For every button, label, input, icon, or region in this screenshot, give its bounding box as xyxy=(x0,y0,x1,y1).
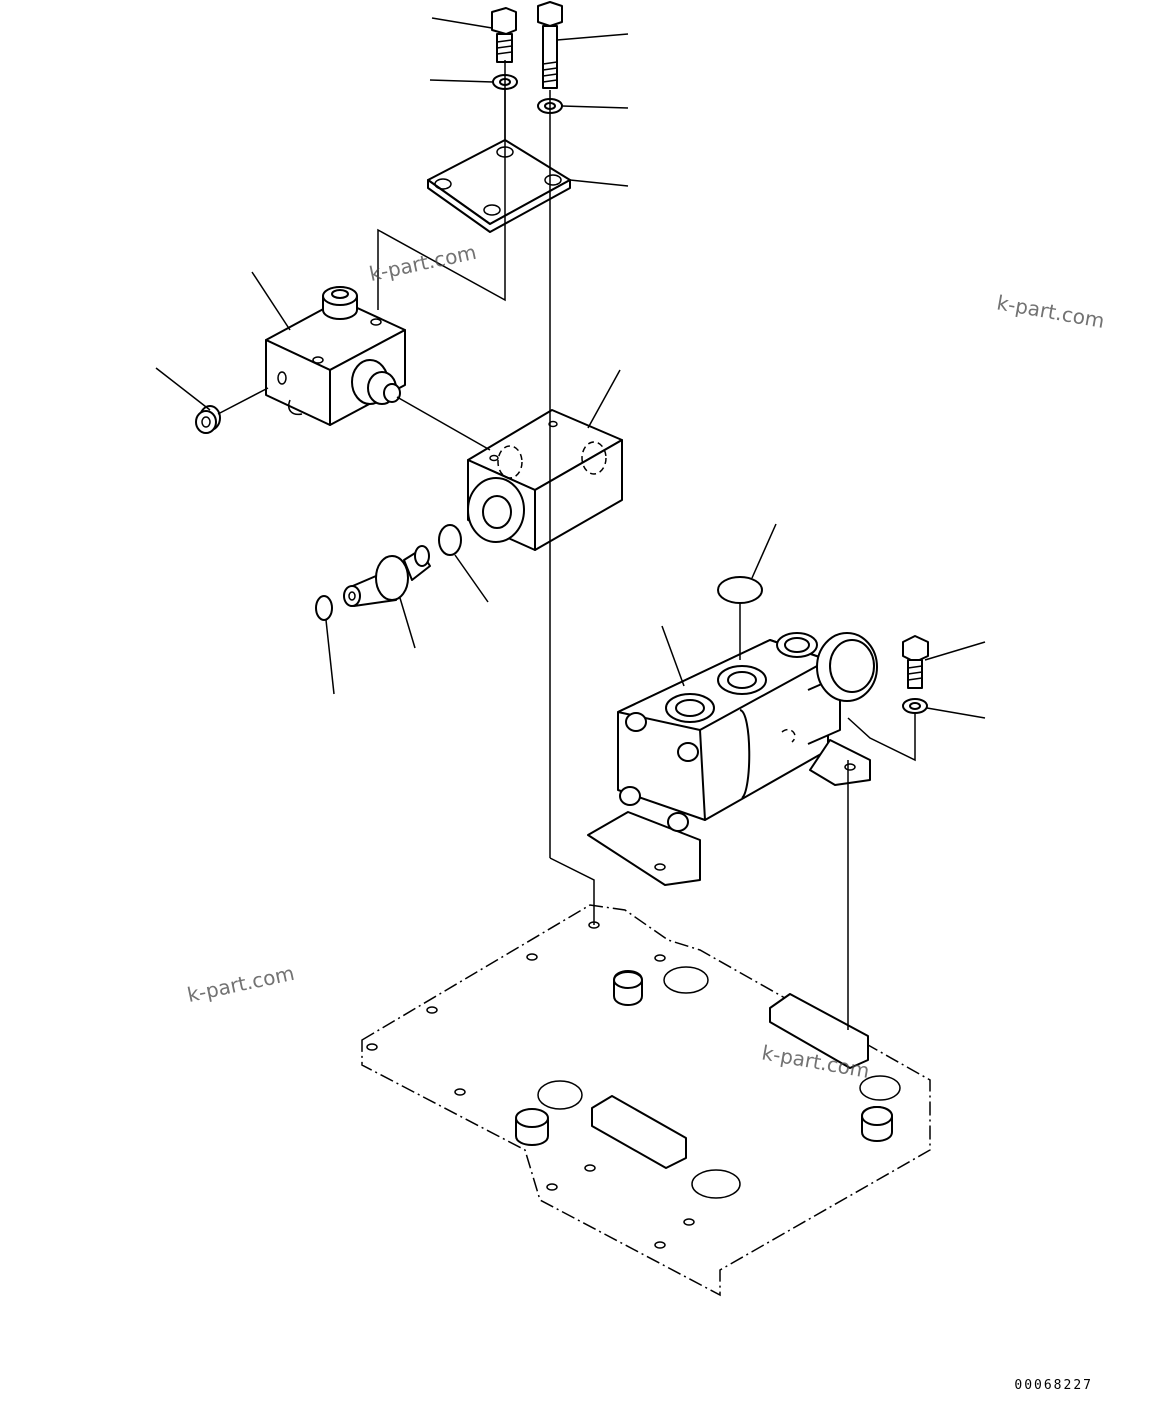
bolt-long-top xyxy=(537,1,563,89)
left-valve-block xyxy=(265,286,406,426)
solenoid-valve-assembly xyxy=(587,632,878,886)
drawing-code: 00068227 xyxy=(1014,1378,1093,1393)
bolt-short-top xyxy=(491,7,517,63)
cover-plate xyxy=(427,139,571,233)
fitting-center xyxy=(343,545,431,607)
o-ring-center xyxy=(438,524,462,556)
center-valve-block xyxy=(467,409,623,551)
plug-left xyxy=(195,405,221,434)
base-plate-phantom xyxy=(361,904,931,1297)
assembly-lines xyxy=(217,60,916,1030)
o-ring-right xyxy=(717,576,763,604)
o-ring-lower xyxy=(315,595,333,621)
bolt-right xyxy=(902,635,929,689)
washer-right xyxy=(902,698,928,714)
leader-lines xyxy=(155,17,986,719)
